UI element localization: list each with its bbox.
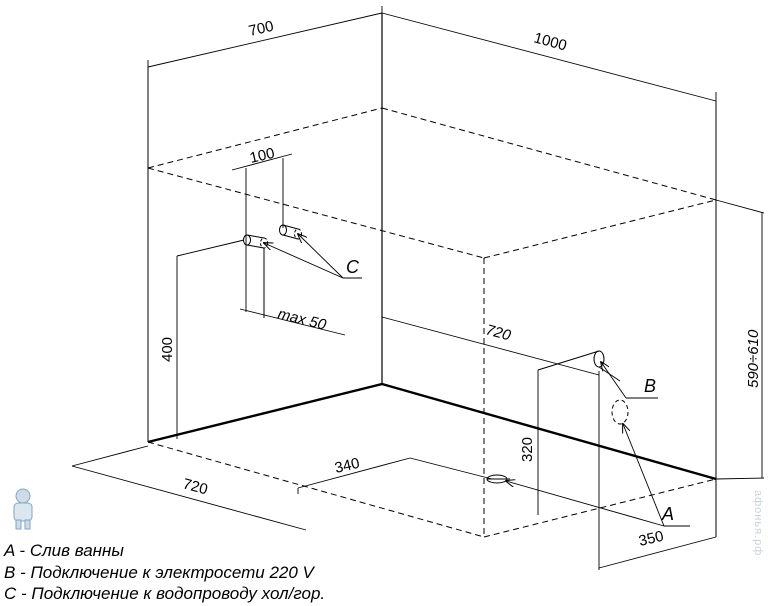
tub-top-left-back-edge [147,107,383,169]
dimension-700 [147,6,383,68]
connection-a-drain [486,399,629,484]
callout-c-label: C [346,257,360,277]
dimension-340-label: 340 [333,455,361,477]
dimension-720-side [381,316,600,376]
dimension-100-label: 100 [248,145,276,167]
floor-right-wall-edge [381,382,717,481]
callout-b-label: B [644,376,656,396]
dimension-350-label: 350 [637,528,665,550]
bathtub-outline [147,107,717,538]
legend-item-b: B - Подключение к электросети 220 V [4,563,314,582]
callout-b-leader [598,362,658,399]
dimension-350 [598,371,717,570]
legend-item-a: A - Слив ванны [4,541,124,560]
site-watermark: афонья.рф [752,490,764,557]
dimension-340 [297,457,493,494]
callout-a-leader [506,424,690,527]
dimension-720-front-label: 720 [181,475,210,498]
connection-c-pipes [243,224,302,318]
plumber-logo [13,488,33,530]
tub-bottom-left-edge [147,441,485,538]
dimension-720-front [71,445,307,531]
callout-a-label: A [661,504,674,524]
dimension-320-label: 320 [519,437,536,462]
callout-c-leader [264,234,362,279]
room-edges [147,13,717,537]
dimension-1000-label: 1000 [532,29,569,54]
floor-left-wall-edge [147,382,383,444]
dimension-590-610 [715,199,765,480]
dimension-max-50 [239,308,346,336]
dimension-400 [176,239,245,439]
tub-top-left-side-edge [147,167,485,259]
tub-top-front-edge [483,199,717,259]
dimension-720-side-label: 720 [484,321,513,344]
dimension-1000 [381,12,717,102]
legend-item-c: C - Подключение к водопроводу хол/гор. [4,584,326,603]
dimension-590-610-label: 590÷610 [745,329,762,388]
dimension-400-label: 400 [159,337,176,362]
dimension-100 [231,153,293,312]
tub-top-right-back-edge [381,107,717,201]
dimension-700-label: 700 [247,18,275,40]
dimension-max-50-label: max 50 [276,305,328,334]
